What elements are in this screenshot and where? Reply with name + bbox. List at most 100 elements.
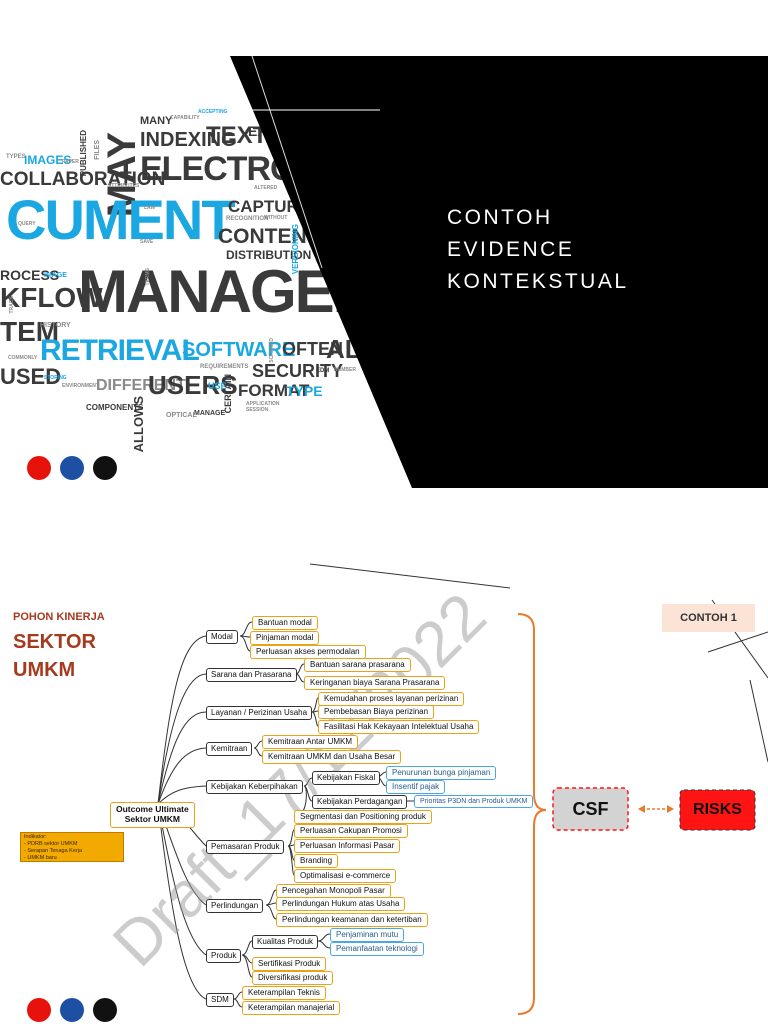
word: COMMONLY xyxy=(8,355,38,361)
slide-title-line-1: CONTOH xyxy=(447,206,553,229)
word: WITHOUT xyxy=(264,215,288,221)
indikator-line: - Serapan Tenaga Kerja xyxy=(24,848,82,854)
word: QUERY xyxy=(18,221,36,227)
leaf: Penjaminan mutu xyxy=(330,928,405,942)
deco-line xyxy=(251,56,323,269)
word: USE xyxy=(208,381,227,391)
leaf: Perlindungan Hukum atas Usaha xyxy=(276,897,406,911)
word: MANY xyxy=(140,115,173,127)
sektor-line-2: UMKM xyxy=(13,659,76,681)
leaf: Segmentasi dan Positioning produk xyxy=(294,810,432,824)
indikator-box: Indikator: - PDRB sektor UMKM - Serapan … xyxy=(20,832,124,862)
node-kebijakan-keberpihakan: Kebijakan Keberpihakan xyxy=(206,780,303,794)
word: STORING xyxy=(44,375,67,381)
csf-box xyxy=(552,787,629,831)
deco-line xyxy=(707,631,768,653)
leaf: Penurunan bunga pinjaman xyxy=(386,766,497,780)
node-perlindungan: Perlindungan xyxy=(206,899,264,913)
arrow-head-left xyxy=(638,805,645,813)
word: TYPE xyxy=(286,383,323,399)
word: LAW xyxy=(144,205,156,211)
word: RECOGNITION xyxy=(226,216,269,222)
leaf: Bantuan sarana prasarana xyxy=(304,658,411,672)
word: SOFTWARE xyxy=(182,339,296,361)
leaf: Keterampilan manajerial xyxy=(242,1001,341,1015)
word: IMAGE xyxy=(44,272,67,279)
node-kebijakan-fiskal: Kebijakan Fiskal xyxy=(312,771,381,785)
risks-box xyxy=(679,789,756,831)
leaf: Bantuan modal xyxy=(252,616,318,630)
deco-line xyxy=(309,563,511,589)
csf-label: CSF xyxy=(572,799,609,819)
blue-dot xyxy=(60,456,84,480)
leaf: Fasilitasi Hak Kekayaan Intelektual Usah… xyxy=(318,720,480,734)
slide-2: Draft_17/12/2022 POHON KINERJA SEKTOR UM… xyxy=(0,540,768,1024)
leaf: Pembebasan Biaya perizinan xyxy=(318,705,435,719)
leaf: Optimalisasi e-commerce xyxy=(294,869,397,883)
word: ENVIRONMENT xyxy=(62,383,99,389)
core-line: Outcome Ultimate xyxy=(116,804,189,814)
slide-title-line-3: KONTEKSTUAL xyxy=(447,270,629,293)
leaf: Insentif pajak xyxy=(386,780,446,794)
word: FORMAT xyxy=(238,381,310,400)
word: KFLOW xyxy=(0,282,103,313)
node-produk: Produk xyxy=(206,949,242,963)
word: NUMBER xyxy=(334,367,356,373)
arrow-head-right xyxy=(667,805,674,813)
red-dot xyxy=(27,456,51,480)
leaf: Keterampilan Teknis xyxy=(242,986,326,1000)
slide-1-shapes xyxy=(230,56,768,488)
word: IMAGES xyxy=(24,153,72,167)
orange-brace xyxy=(517,613,547,1015)
sektor-line-1: SEKTOR xyxy=(13,631,96,653)
deco-line xyxy=(749,679,768,763)
word: OFTEN xyxy=(282,339,343,359)
node-sdm: SDM xyxy=(206,993,234,1007)
indikator-line: Indikator: xyxy=(24,834,47,840)
word: CAPTURE xyxy=(228,197,311,216)
word: SECURITY xyxy=(252,361,344,381)
node-kemitraan: Kemitraan xyxy=(206,742,253,756)
word: SESSION xyxy=(246,407,269,413)
leaf: Kemitraan Antar UMKM xyxy=(262,735,359,749)
indikator-line: - PDRB sektor UMKM xyxy=(24,841,78,847)
word: CUMENT xyxy=(6,188,236,251)
word: MANAGE xyxy=(194,410,226,417)
blue-dot xyxy=(60,998,84,1022)
core-line: Sektor UMKM xyxy=(124,813,180,824)
leaf: Perluasan Informasi Pasar xyxy=(294,839,401,853)
word: USED xyxy=(0,364,62,389)
leaf: Sertifikasi Produk xyxy=(252,957,327,971)
contoh-badge: CONTOH 1 xyxy=(662,604,755,632)
word: COLLABORATION xyxy=(0,169,166,190)
leaf: Branding xyxy=(294,854,339,868)
word: HISTORY xyxy=(40,322,71,329)
node-sarana-prasarana: Sarana dan Prasarana xyxy=(206,668,297,682)
leaf: Perlindungan keamanan dan ketertiban xyxy=(276,913,428,927)
word: INDEXING xyxy=(140,129,237,151)
word: SAVE xyxy=(140,239,154,245)
word: CONTENT xyxy=(218,225,320,248)
word: TEM xyxy=(0,316,60,347)
node-layanan-perizinan: Layanan / Perizinan Usaha xyxy=(206,706,313,720)
leaf: Pencegahan Monopoli Pasar xyxy=(276,884,391,898)
leaf: Prioritas P3DN dan Produk UMKM xyxy=(414,795,534,808)
word: COMPONENTS xyxy=(86,403,144,412)
slide-1: MANY CAPABILITY ACCEPTING TYPES IMAGES P… xyxy=(0,56,768,488)
node-modal: Modal xyxy=(206,630,238,644)
word: OPTICAL xyxy=(166,412,197,419)
word: ALTERED xyxy=(254,185,278,191)
slide-title-line-2: EVIDENCE xyxy=(447,238,575,261)
word: DISTRIBUTION xyxy=(226,248,312,262)
node-kualitas-produk: Kualitas Produk xyxy=(252,935,319,949)
word: TEXT xyxy=(206,122,268,149)
leaf: Keringanan biaya Sarana Prasarana xyxy=(304,676,446,690)
leaf: Pemanfaatan teknologi xyxy=(330,942,424,956)
red-dot xyxy=(27,998,51,1022)
leaf: Kemitraan UMKM dan Usaha Besar xyxy=(262,750,402,764)
word: PAPER xyxy=(62,159,79,165)
word: TYPES xyxy=(6,154,26,160)
word: ROCESS xyxy=(0,267,60,283)
pohon-kinerja-label: POHON KINERJA xyxy=(13,611,105,623)
black-panel xyxy=(230,56,768,488)
